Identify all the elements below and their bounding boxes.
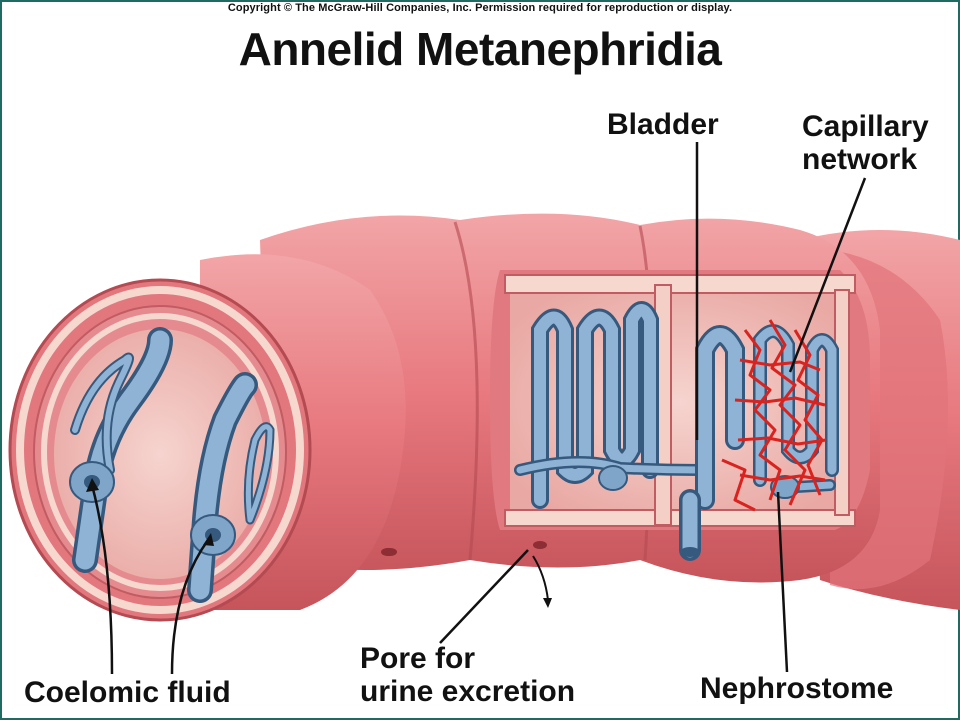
label-capillary-line1: Capillary	[802, 110, 929, 143]
nephrostome-funnel-mid	[598, 465, 628, 491]
label-capillary-line2: network	[802, 143, 918, 176]
urine-flow-arrow	[532, 555, 549, 601]
label-bladder: Bladder	[607, 108, 719, 141]
capillary-network	[721, 319, 827, 512]
coelomic-arrowhead-1	[86, 478, 99, 492]
urine-flow-arrowhead	[543, 598, 552, 608]
coelomic-arrowhead-2	[203, 533, 214, 546]
bladder-opening	[680, 547, 700, 557]
label-pore-line1: Pore for	[360, 642, 476, 675]
label-capillary-network: Capillary network	[802, 110, 929, 176]
label-coelomic-fluid: Coelomic fluid	[24, 676, 231, 709]
label-pore: Pore for urine excretion	[360, 642, 575, 708]
label-pore-line2: urine excretion	[360, 675, 576, 708]
copyright-notice: Copyright © The McGraw-Hill Companies, I…	[227, 2, 733, 14]
label-nephrostome: Nephrostome	[700, 672, 894, 705]
page-title: Annelid Metanephridia	[238, 23, 722, 75]
leader-lines	[90, 142, 867, 675]
bladder-tube	[679, 325, 745, 561]
